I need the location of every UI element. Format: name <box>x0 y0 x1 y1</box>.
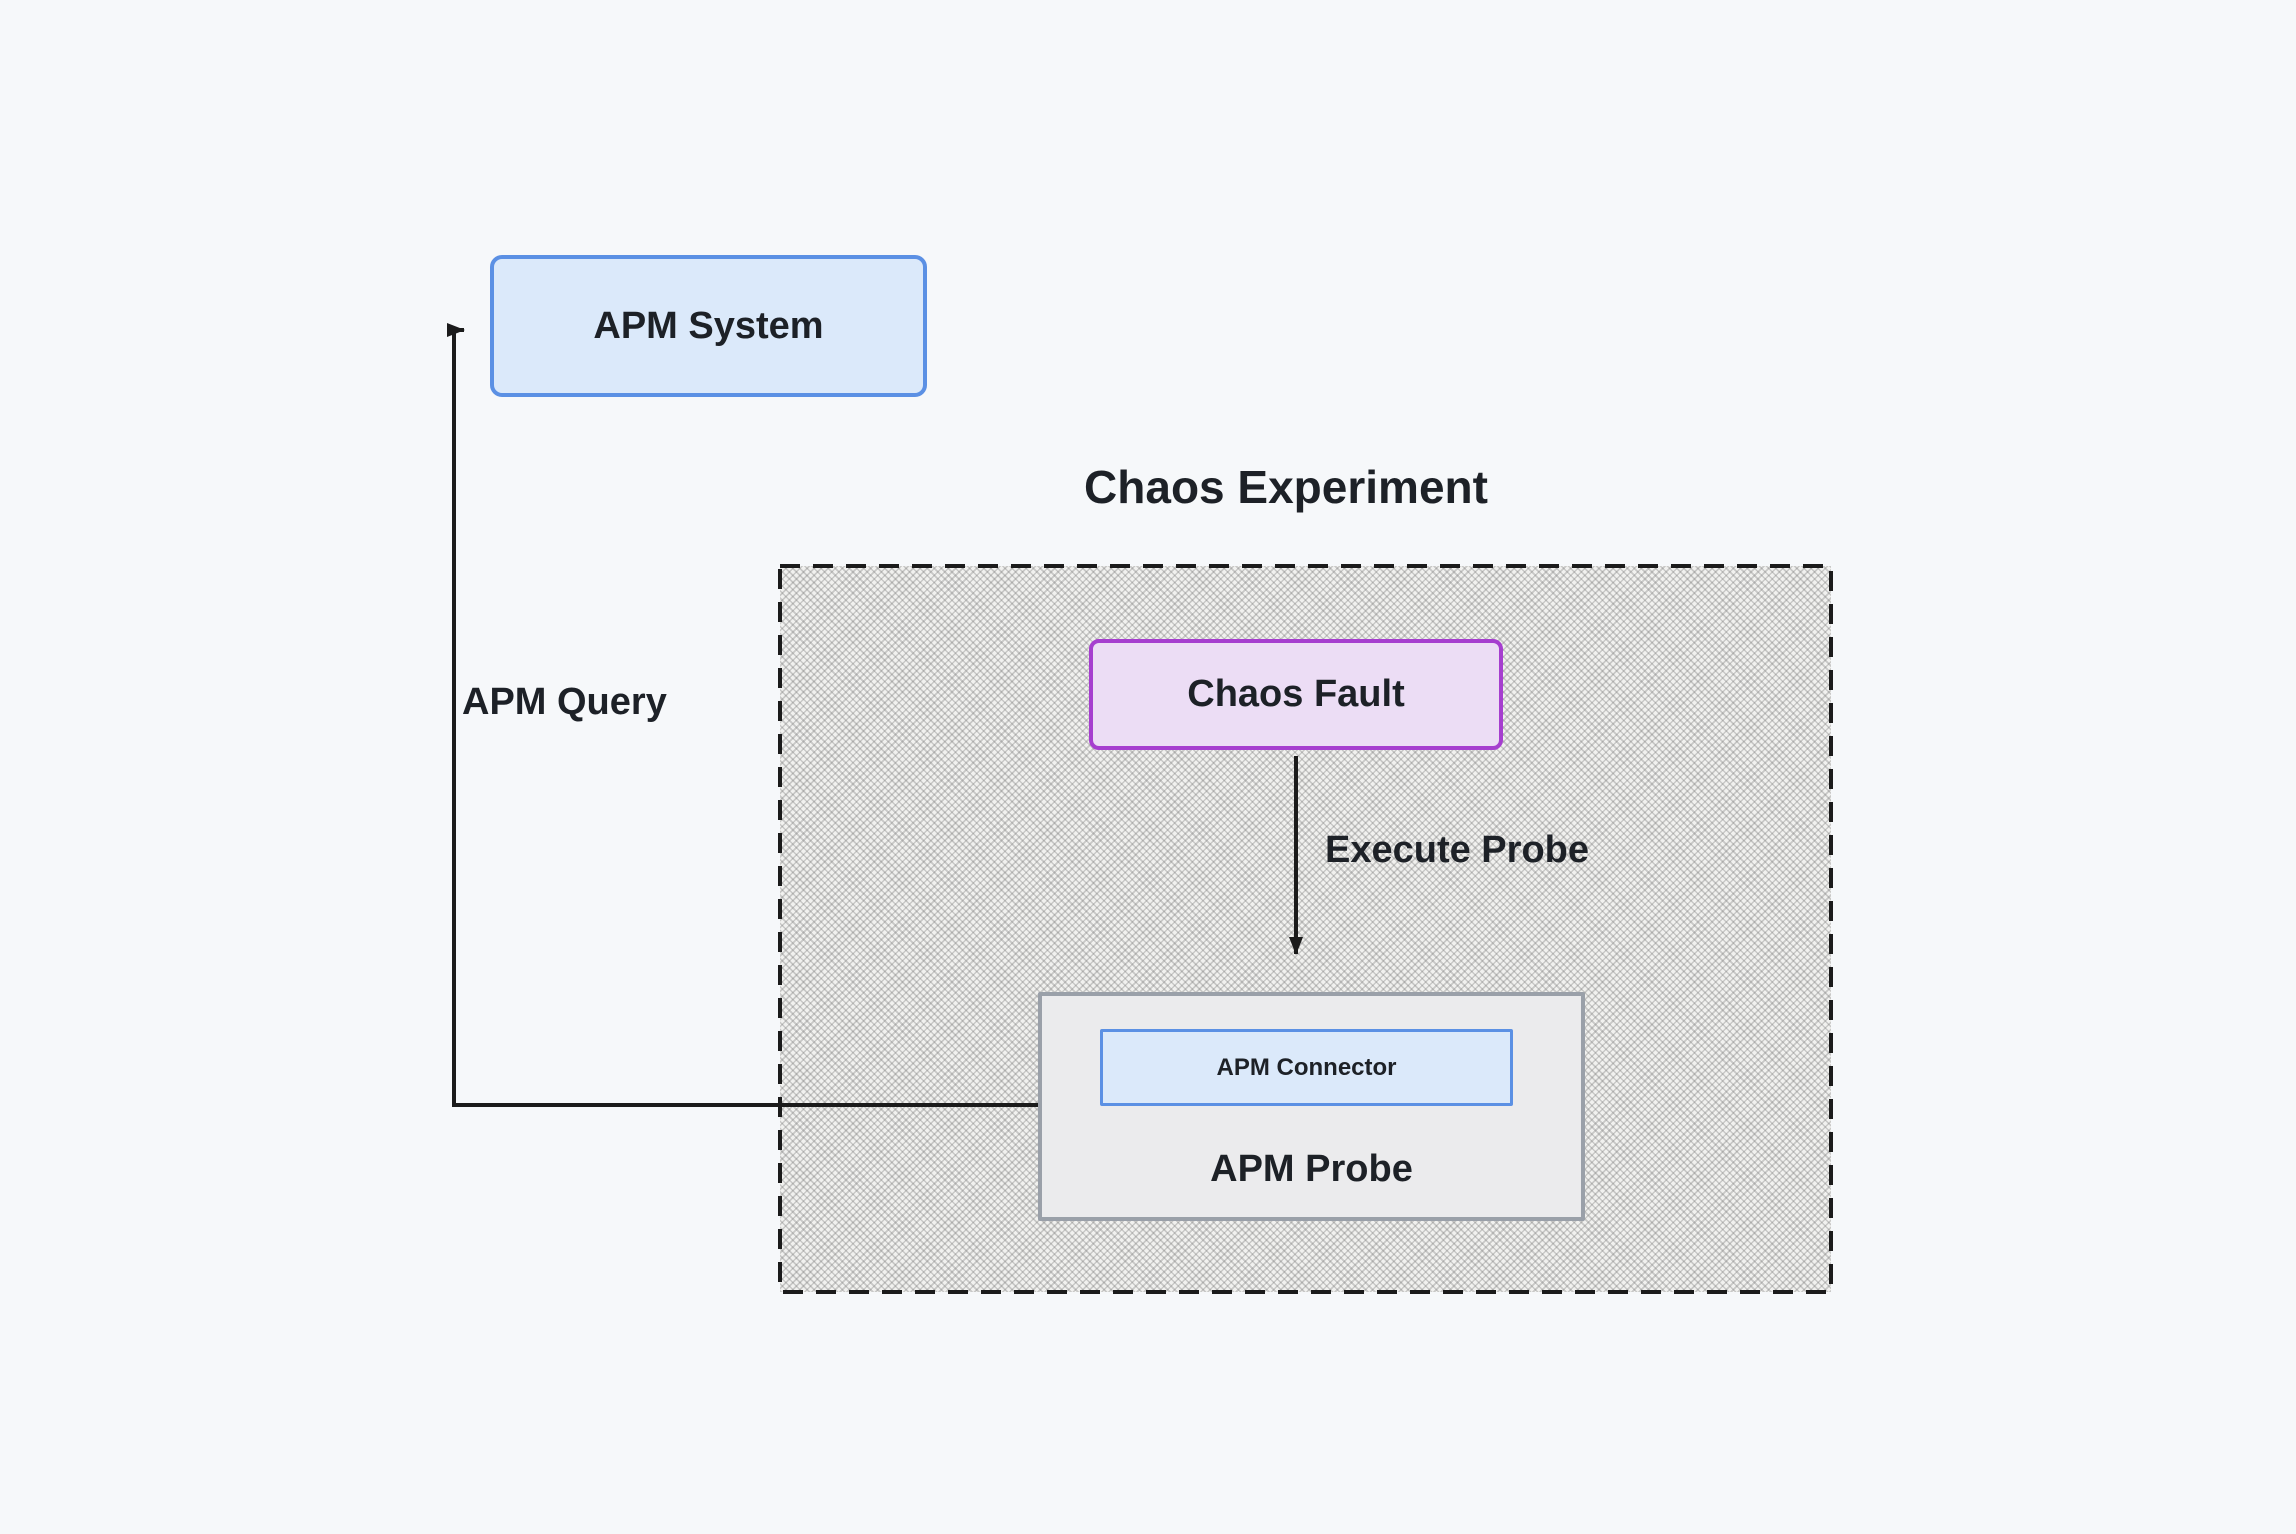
apm-system-label: APM System <box>593 304 824 347</box>
apm-system-node: APM System <box>490 255 927 397</box>
chaos-experiment-group-title: Chaos Experiment <box>1084 461 1488 513</box>
apm-connector-label: APM Connector <box>1216 1053 1397 1081</box>
apm-probe-label: APM Probe <box>1210 1148 1413 1190</box>
chaos-fault-node: Chaos Fault <box>1089 639 1503 750</box>
apm-connector-node: APM Connector <box>1100 1029 1513 1106</box>
apm-probe-node: APM Connector APM Probe <box>1038 992 1585 1221</box>
apm-query-edge-label: APM Query <box>462 681 667 723</box>
chaos-fault-label: Chaos Fault <box>1187 673 1405 715</box>
execute-probe-edge-label: Execute Probe <box>1325 829 1589 871</box>
